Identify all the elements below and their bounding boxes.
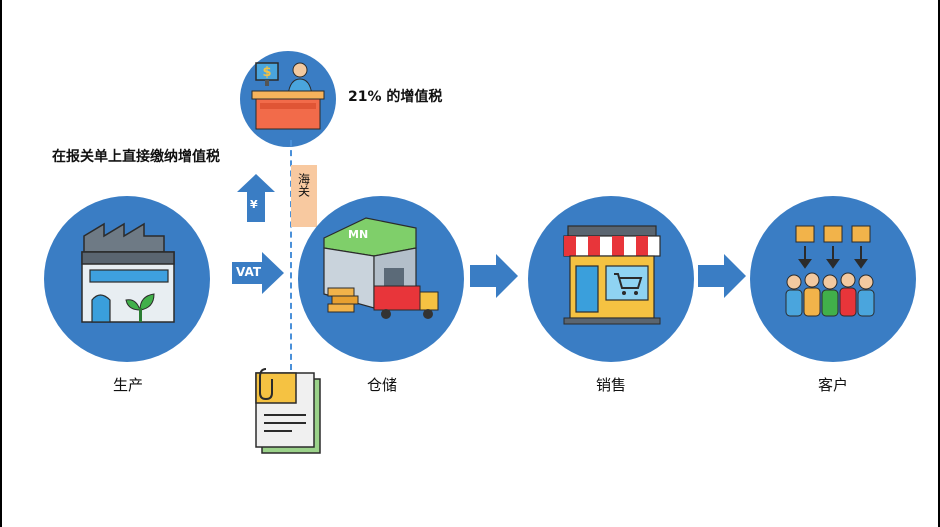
customs-tag: 海关 [291, 165, 317, 227]
stage-label-sales: 销售 [595, 376, 626, 394]
yen-symbol: ¥ [250, 198, 258, 211]
stage-label-customers: 客户 [817, 376, 848, 394]
warehouse-roof-text: MN [348, 228, 369, 241]
lumber-pile [327, 287, 359, 313]
warehouse-icon [323, 217, 439, 319]
store-icon [563, 225, 661, 325]
boxes [795, 225, 871, 243]
customers-circle [750, 196, 916, 362]
tax-up-arrow [237, 174, 275, 222]
stage-label-production: 生产 [112, 376, 143, 394]
crowd [785, 272, 875, 317]
flow-arrow-sales-to-customers [698, 254, 746, 298]
flow-arrow-warehouse-to-sales [470, 254, 518, 298]
down-arrows [798, 246, 868, 269]
production-circle [44, 196, 210, 362]
customs-officer-circle: $ [240, 51, 336, 147]
customs-dashed-line [290, 140, 292, 370]
customs-desk-icon: $ [251, 62, 325, 130]
truck-shape [373, 285, 439, 319]
vat-arrow-label: VAT [236, 265, 262, 279]
stage-label-warehouse: 仓储 [366, 376, 397, 394]
sales-circle [528, 196, 694, 362]
awning [563, 235, 661, 257]
warehouse-circle [298, 196, 464, 362]
vat-arrow [232, 252, 284, 294]
vat-rate-label: 21% 的增值税 [348, 89, 443, 105]
customers-icon [785, 225, 875, 317]
customs-label: 海关 [296, 173, 311, 197]
declaration-document-icon [255, 368, 321, 454]
factory-icon [81, 222, 175, 323]
direct-payment-label: 在报关单上直接缴纳增值税 [52, 149, 220, 165]
svg-text:$: $ [262, 65, 271, 80]
